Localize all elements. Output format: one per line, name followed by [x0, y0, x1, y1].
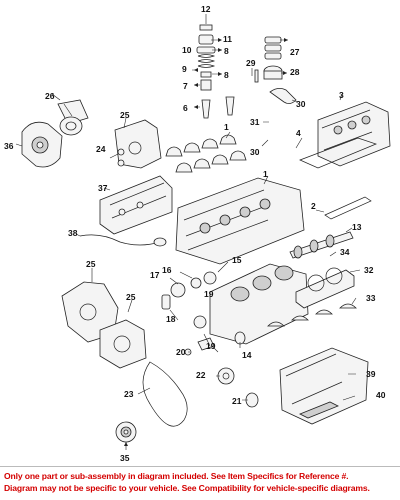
callout-24: 24	[96, 144, 106, 154]
callout-13: 13	[352, 222, 362, 232]
callout-33: 33	[366, 293, 376, 303]
bearing-caps-upper	[165, 134, 247, 173]
callout-25a: 25	[120, 110, 130, 120]
valve-assembly	[196, 24, 235, 119]
timing-belt	[142, 361, 188, 427]
callout-3: 3	[339, 90, 344, 100]
callout-18: 18	[166, 314, 176, 324]
callout-23: 23	[124, 389, 134, 399]
callout-30a: 30	[296, 99, 306, 109]
intake-runner	[99, 175, 173, 235]
disclaimer-banner: Only one part or sub-assembly in diagram…	[0, 466, 400, 500]
callout-39: 39	[366, 369, 376, 379]
callout-40: 40	[376, 390, 386, 400]
callout-35: 35	[120, 453, 130, 463]
callout-26: 26	[45, 91, 55, 101]
timing-cover-upper	[114, 119, 162, 169]
callout-37: 37	[98, 183, 108, 193]
dipstick-tube	[79, 234, 167, 247]
disclaimer-line-1: Only one part or sub-assembly in diagram…	[4, 471, 349, 481]
callout-34: 34	[340, 247, 350, 257]
callout-11: 11	[223, 34, 232, 44]
oil-pump-cover	[99, 319, 147, 369]
callout-19a: 19	[204, 289, 214, 299]
callout-15: 15	[232, 255, 242, 265]
callout-8b: 8	[224, 70, 229, 80]
callout-9: 9	[182, 64, 187, 74]
callout-8a: 8	[224, 46, 229, 56]
disclaimer-line-2: Diagram may not be specific to your vehi…	[4, 483, 370, 493]
oil-pan	[279, 347, 369, 425]
callout-labels: 12 11 10 8 9 8 7 6 27 29 28 26 25 1 3 36…	[4, 4, 386, 463]
timing-cover-lower	[61, 281, 119, 343]
callout-29: 29	[246, 58, 256, 68]
main-bearings	[267, 303, 357, 327]
callout-32: 32	[364, 265, 374, 275]
callout-19b: 19	[206, 341, 216, 351]
lifter-assembly	[254, 36, 297, 104]
callout-1a: 1	[224, 122, 229, 132]
callout-10: 10	[182, 45, 192, 55]
callout-27: 27	[290, 47, 300, 57]
callout-21: 21	[232, 396, 242, 406]
water-pump	[21, 99, 89, 168]
callout-38: 38	[68, 228, 78, 238]
callout-17: 17	[150, 270, 160, 280]
callout-22: 22	[196, 370, 206, 380]
callout-1b: 1	[263, 169, 268, 179]
cylinder-head	[175, 177, 305, 265]
engine-block	[209, 263, 309, 345]
callout-6: 6	[183, 103, 188, 113]
callout-20: 20	[176, 347, 186, 357]
timing-sprockets	[170, 271, 217, 298]
callout-arrows	[124, 38, 288, 446]
callout-2: 2	[311, 201, 316, 211]
valve-cover	[299, 101, 391, 169]
callout-25b: 25	[86, 259, 96, 269]
idler-pulley	[115, 421, 137, 443]
engine-parts-diagram: 12 11 10 8 9 8 7 6 27 29 28 26 25 1 3 36…	[4, 4, 391, 463]
callout-28: 28	[290, 67, 300, 77]
callout-14: 14	[242, 350, 252, 360]
callout-31: 31	[250, 117, 260, 127]
callout-12: 12	[201, 4, 211, 14]
callout-16: 16	[162, 265, 172, 275]
callout-lines	[15, 14, 361, 450]
camshaft	[289, 231, 354, 259]
callout-25c: 25	[126, 292, 136, 302]
crankshaft	[295, 267, 355, 309]
callout-36: 36	[4, 141, 14, 151]
callout-30b: 30	[250, 147, 260, 157]
callout-7: 7	[183, 81, 188, 91]
callout-4: 4	[296, 128, 301, 138]
head-gasket	[324, 196, 372, 220]
